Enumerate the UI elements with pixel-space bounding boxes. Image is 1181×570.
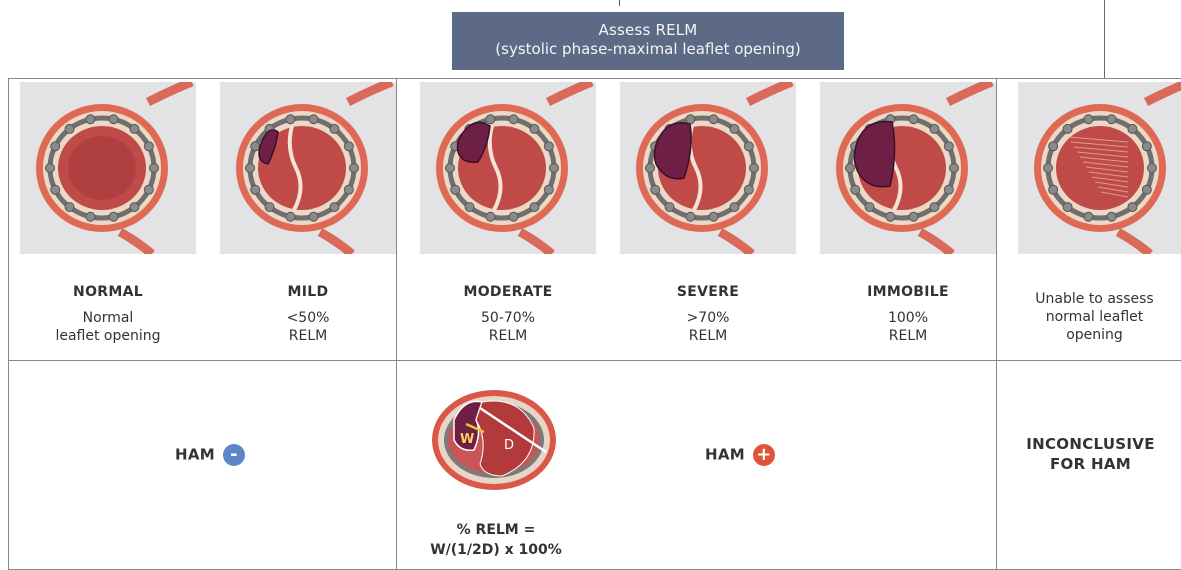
category-desc-1: 100% [820, 309, 996, 327]
valve-image-mild [220, 82, 396, 254]
inconclusive-result: INCONCLUSIVE FOR HAM [1000, 434, 1181, 474]
measurement-valve [432, 390, 556, 490]
inconclusive-line-1: INCONCLUSIVE [1000, 434, 1181, 454]
category-desc-2: RELM [820, 327, 996, 345]
minus-sign-icon: - [223, 444, 245, 466]
inconclusive-line-2: FOR HAM [1000, 454, 1181, 474]
category-desc-1: Unable to assess [1008, 290, 1181, 308]
valve-image-immobile [820, 82, 996, 254]
category-name: MODERATE [420, 284, 596, 300]
header-subtitle: (systolic phase-maximal leaflet opening) [452, 40, 844, 59]
connector-top [619, 0, 620, 6]
ham-negative-result: HAM- [130, 444, 290, 466]
category-desc-2: leaflet opening [20, 327, 196, 345]
category-name: IMMOBILE [820, 284, 996, 300]
grid-top-line [8, 78, 1181, 79]
valve-drawing [436, 82, 592, 254]
valve-drawing [236, 82, 392, 254]
category-desc-2: RELM [420, 327, 596, 345]
category-desc-2: RELM [620, 327, 796, 345]
header-title: Assess RELM [452, 21, 844, 40]
relm-formula: % RELM = W/(1/2D) x 100% [406, 520, 586, 560]
category-moderate: MODERATE 50-70% RELM [420, 284, 596, 345]
grid-vline-left [8, 78, 9, 570]
d-label: D [504, 438, 514, 453]
category-name: NORMAL [20, 284, 196, 300]
grid-mid-line [8, 360, 1181, 361]
category-desc-3: opening [1008, 326, 1181, 344]
category-immobile: IMMOBILE 100% RELM [820, 284, 996, 345]
category-unable: Unable to assess normal leaflet opening [1008, 290, 1181, 344]
ham-positive-label: HAM [705, 446, 745, 464]
valve-image-normal [20, 82, 196, 254]
valve-drawing [1034, 82, 1181, 254]
category-mild: MILD <50% RELM [220, 284, 396, 345]
valve-image-moderate [420, 82, 596, 254]
ham-positive-result: HAM + [660, 444, 820, 466]
relm-measurement-diagram: W D [424, 380, 574, 490]
valve-image-unable [1018, 82, 1181, 254]
valve-drawing [836, 82, 992, 254]
category-name: SEVERE [620, 284, 796, 300]
w-label: W [460, 432, 474, 447]
category-desc-2: RELM [220, 327, 396, 345]
plus-sign-icon: + [753, 444, 775, 466]
category-severe: SEVERE >70% RELM [620, 284, 796, 345]
valve-drawing [36, 82, 192, 254]
category-desc-1: Normal [20, 309, 196, 327]
grid-vline-b [996, 78, 997, 570]
formula-line-2: W/(1/2D) x 100% [406, 540, 586, 560]
ham-negative-label: HAM [175, 446, 215, 464]
category-desc-1: 50-70% [420, 309, 596, 327]
assess-relm-header: Assess RELM (systolic phase-maximal leaf… [452, 12, 844, 70]
category-desc-1: >70% [620, 309, 796, 327]
category-desc-1: <50% [220, 309, 396, 327]
category-normal: NORMAL Normal leaflet opening [20, 284, 196, 345]
connector-right [1104, 0, 1105, 78]
valve-image-severe [620, 82, 796, 254]
formula-line-1: % RELM = [406, 520, 586, 540]
category-name: MILD [220, 284, 396, 300]
grid-vline-a [396, 78, 397, 570]
valve-drawing [636, 82, 792, 254]
category-desc-2: normal leaflet [1008, 308, 1181, 326]
